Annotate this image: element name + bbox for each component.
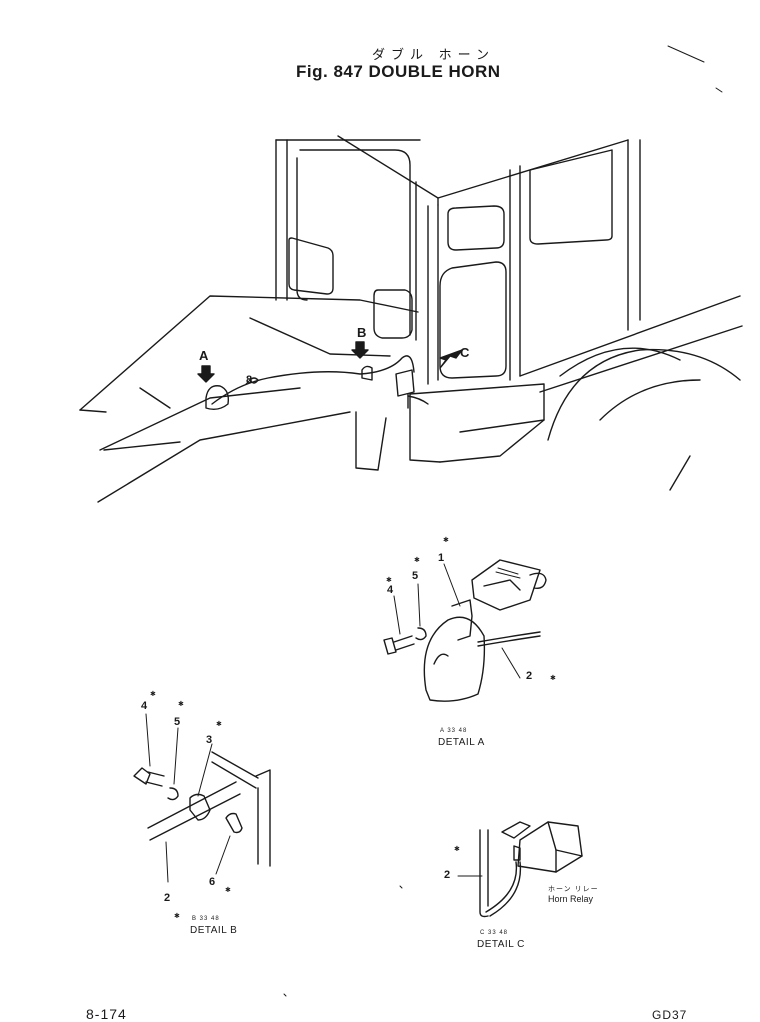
detail-a-drawing <box>383 559 547 702</box>
detail-c-drawing <box>457 821 583 918</box>
view-label-a: A <box>199 348 209 363</box>
star-marker-icon: ✱ <box>414 557 420 564</box>
figure-title: Fig. 847 DOUBLE HORN <box>296 62 501 81</box>
view-arrow-icon <box>197 365 215 383</box>
view-arrow-icon <box>351 341 369 359</box>
callout-2: 2 <box>164 892 171 904</box>
detail-a-serial: A 33 48 <box>440 728 468 734</box>
callout-3: 3 <box>206 734 213 746</box>
callout-5: 5 <box>412 570 419 582</box>
callout-1: 1 <box>438 552 445 564</box>
scan-mark <box>667 45 705 63</box>
star-marker-icon: ✱ <box>225 887 231 894</box>
callout-2: 2 <box>526 670 533 682</box>
scan-mark <box>399 885 403 889</box>
star-marker-icon: ✱ <box>174 913 180 920</box>
view-label-c: C <box>460 345 470 360</box>
callout-5: 5 <box>174 716 181 728</box>
detail-c-serial: C 33 48 <box>480 930 509 936</box>
drawing-code: GD37 <box>652 1008 688 1022</box>
callout-2: 2 <box>444 869 451 881</box>
star-marker-icon: ✱ <box>178 701 184 708</box>
machine-overview <box>79 135 743 503</box>
star-marker-icon: ✱ <box>454 846 460 853</box>
star-marker-icon: ✱ <box>386 577 392 584</box>
star-marker-icon: ✱ <box>443 537 449 544</box>
detail-c-label: DETAIL C <box>477 939 525 950</box>
view-label-b: B <box>357 325 367 340</box>
detail-b-label: DETAIL B <box>190 925 238 936</box>
star-marker-icon: ✱ <box>150 691 156 698</box>
detail-b-drawing <box>133 713 271 883</box>
scan-mark <box>715 87 723 93</box>
callout-6: 6 <box>209 876 216 888</box>
view-arrow-icon <box>439 349 463 369</box>
star-marker-icon: ✱ <box>550 675 556 682</box>
star-marker-icon: ✱ <box>216 721 222 728</box>
detail-b-serial: B 33 48 <box>192 916 220 922</box>
title-japanese: ダブル ホーン <box>372 47 495 62</box>
detail-a-label: DETAIL A <box>438 737 485 748</box>
callout-8: 8 <box>246 374 253 386</box>
horn-relay-label-jp: ホーン リレー <box>548 886 599 893</box>
horn-relay-label: Horn Relay <box>548 894 594 904</box>
page-number: 8-174 <box>86 1006 127 1022</box>
scan-mark <box>283 993 287 997</box>
callout-4: 4 <box>387 584 394 596</box>
callout-4: 4 <box>141 700 148 712</box>
